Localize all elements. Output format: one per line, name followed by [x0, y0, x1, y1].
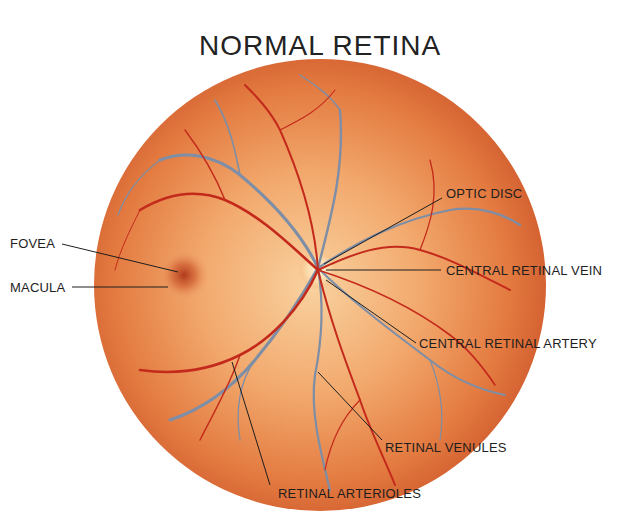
venules-label: RETINAL VENULES — [385, 440, 507, 455]
artery-label: CENTRAL RETINAL ARTERY — [419, 336, 597, 351]
optic-disc-label: OPTIC DISC — [446, 186, 522, 201]
retina-disc — [94, 59, 546, 511]
vein-label: CENTRAL RETINAL VEIN — [446, 263, 602, 278]
arterioles-label: RETINAL ARTERIOLES — [278, 486, 421, 501]
macula-label: MACULA — [10, 280, 65, 295]
arterioles — [115, 85, 510, 485]
title: NORMAL RETINA — [199, 30, 441, 62]
fovea-label: FOVEA — [10, 236, 55, 251]
venules — [118, 75, 520, 490]
fovea-spot — [158, 249, 210, 301]
